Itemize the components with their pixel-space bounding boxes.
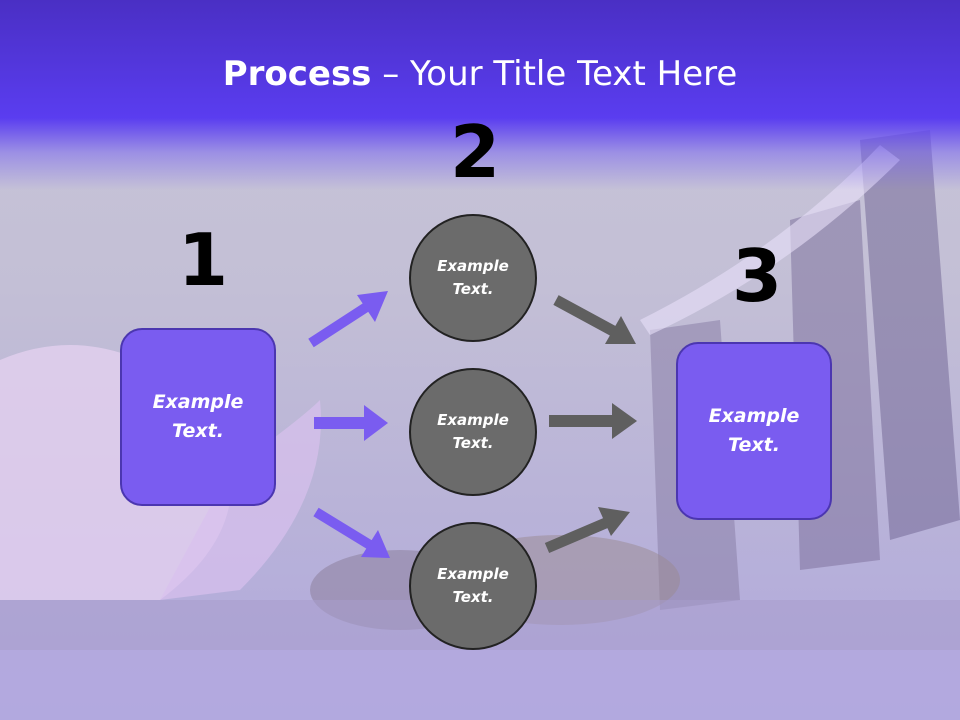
circle-top-text: Example Text. bbox=[437, 257, 509, 298]
arrow-bottom-to-3 bbox=[544, 507, 630, 554]
arrow-middle-to-3 bbox=[549, 403, 637, 439]
arrow-top-to-3 bbox=[553, 295, 636, 344]
circle-bottom: Example Text. bbox=[409, 522, 537, 650]
circle-middle: Example Text. bbox=[409, 368, 537, 496]
arrow-1-to-bottom bbox=[313, 507, 390, 558]
title-bold: Process bbox=[222, 54, 372, 94]
title-rest: – Your Title Text Here bbox=[371, 54, 738, 94]
step-box-3: Example Text. bbox=[676, 342, 832, 520]
circle-top: Example Text. bbox=[409, 214, 537, 342]
slide-title: Process – Your Title Text Here bbox=[0, 54, 960, 94]
step-box-1: Example Text. bbox=[120, 328, 276, 506]
step-number-1: 1 bbox=[178, 218, 229, 302]
arrow-1-to-middle bbox=[314, 405, 388, 441]
header-band bbox=[0, 0, 960, 190]
step-box-3-text: Example Text. bbox=[708, 405, 800, 456]
arrow-1-to-top bbox=[308, 291, 388, 348]
step-number-3: 3 bbox=[732, 234, 783, 318]
step-number-2: 2 bbox=[450, 110, 501, 194]
circle-middle-text: Example Text. bbox=[437, 411, 509, 452]
step-box-1-text: Example Text. bbox=[152, 391, 244, 442]
circle-bottom-text: Example Text. bbox=[437, 565, 509, 606]
